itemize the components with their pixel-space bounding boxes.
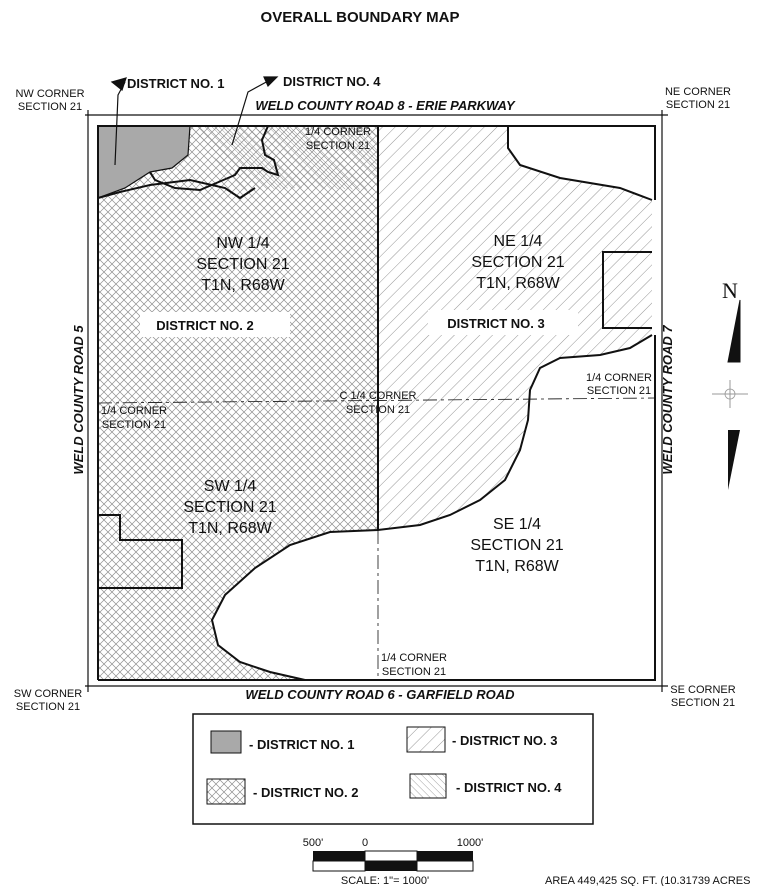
ne-quarter-label-1: NE 1/4 [494, 233, 543, 250]
district-3-label: DISTRICT NO. 3 [447, 316, 545, 331]
legend-swatch-district-3 [406, 726, 446, 753]
scale-segment-1 [313, 851, 365, 861]
legend-item-district-1: - DISTRICT NO. 1 [210, 730, 354, 754]
scale-tick-1000: 1000' [457, 837, 484, 849]
sw-quarter-label-2: SECTION 21 [183, 499, 276, 516]
area-note: AREA 449,425 SQ. FT. (10.31739 ACRES [545, 875, 750, 886]
district-1-label: DISTRICT NO. 1 [127, 76, 225, 91]
north-arrow: N [712, 278, 748, 490]
scale-segment-4 [312, 860, 366, 872]
leader-lines [110, 76, 279, 166]
se-corner-label-2: SECTION 21 [671, 697, 735, 709]
legend-label-district-1: - DISTRICT NO. 1 [249, 737, 354, 752]
scale-segment-2 [364, 850, 418, 862]
east-quarter-label-1: 1/4 CORNER [586, 372, 652, 384]
north-quarter-label-1: 1/4 CORNER [305, 126, 371, 138]
legend: - DISTRICT NO. 1 - DISTRICT NO. 3 - DIST… [192, 713, 594, 825]
quarter-lines [97, 397, 656, 680]
scale-tick-500: 500' [303, 837, 323, 849]
quarter-labels: NW 1/4 SECTION 21 T1N, R68W NE 1/4 SECTI… [183, 233, 564, 575]
district-2-label-bg [140, 312, 290, 337]
scale-tick-0: 0 [362, 837, 368, 849]
legend-item-district-2: - DISTRICT NO. 2 [206, 778, 358, 805]
center-quarter-label-1: C 1/4 CORNER [339, 390, 416, 402]
corner-labels: NW CORNER SECTION 21 NE CORNER SECTION 2… [14, 86, 736, 713]
nw-corner-label-2: SECTION 21 [18, 101, 82, 113]
sw-corner-label-2: SECTION 21 [16, 701, 80, 713]
district-3-label-bg [428, 310, 578, 335]
ne-corner-label-2: SECTION 21 [666, 99, 730, 111]
sw-corner-label-1: SW CORNER [14, 688, 83, 700]
legend-box [192, 713, 594, 825]
district-boundaries [97, 125, 656, 681]
district-2-label: DISTRICT NO. 2 [156, 318, 254, 333]
south-road-label: WELD COUNTY ROAD 6 - GARFIELD ROAD [245, 687, 515, 702]
se-quarter-label-1: SE 1/4 [493, 516, 541, 533]
nw-quarter-label-1: NW 1/4 [216, 235, 269, 252]
sw-quarter-label-1: SW 1/4 [204, 478, 257, 495]
east-quarter-label-2: SECTION 21 [587, 385, 651, 397]
road-lines [85, 110, 668, 692]
center-quarter-label-2: SECTION 21 [346, 404, 410, 416]
nw-quarter-label-3: T1N, R68W [201, 277, 285, 294]
nw-quarter-label-2: SECTION 21 [196, 256, 289, 273]
north-road-label: WELD COUNTY ROAD 8 - ERIE PARKWAY [255, 98, 516, 113]
west-road-label: WELD COUNTY ROAD 5 [71, 325, 86, 475]
legend-item-district-3: - DISTRICT NO. 3 [406, 726, 557, 753]
south-quarter-label-2: SECTION 21 [382, 666, 446, 678]
scale-segment-3 [417, 851, 473, 861]
page-title: OVERALL BOUNDARY MAP [261, 9, 460, 26]
north-arrow-letter: N [722, 278, 738, 303]
legend-label-district-4: - DISTRICT NO. 4 [456, 780, 562, 795]
east-road-label: WELD COUNTY ROAD 7 [660, 325, 675, 475]
district-2-area [98, 126, 378, 680]
scale-caption: SCALE: 1"= 1000' [341, 875, 429, 886]
south-quarter-label-1: 1/4 CORNER [381, 652, 447, 664]
legend-swatch-district-2 [206, 778, 246, 805]
se-corner-label-1: SE CORNER [670, 684, 735, 696]
se-quarter-label-3: T1N, R68W [475, 558, 559, 575]
north-quarter-label-2: SECTION 21 [306, 140, 370, 152]
scale-bar: 500' 0 1000' SCALE: 1"= 1000' [303, 837, 484, 886]
west-quarter-label-1: 1/4 CORNER [101, 405, 167, 417]
west-quarter-label-2: SECTION 21 [102, 419, 166, 431]
district-4-area [190, 126, 378, 190]
scale-segment-6 [416, 860, 474, 872]
legend-label-district-3: - DISTRICT NO. 3 [452, 733, 557, 748]
se-quarter-label-2: SECTION 21 [470, 537, 563, 554]
legend-swatch-district-4 [409, 773, 447, 799]
ne-quarter-label-3: T1N, R68W [476, 275, 560, 292]
nw-corner-label-1: NW CORNER [15, 88, 84, 100]
ne-quarter-label-2: SECTION 21 [471, 254, 564, 271]
scale-segment-5 [365, 861, 417, 871]
district-4-label: DISTRICT NO. 4 [283, 74, 381, 89]
sw-quarter-label-3: T1N, R68W [188, 520, 272, 537]
legend-label-district-2: - DISTRICT NO. 2 [253, 785, 358, 800]
legend-swatch-district-1 [210, 730, 242, 754]
legend-item-district-4: - DISTRICT NO. 4 [409, 773, 562, 799]
ne-corner-label-1: NE CORNER [665, 86, 731, 98]
